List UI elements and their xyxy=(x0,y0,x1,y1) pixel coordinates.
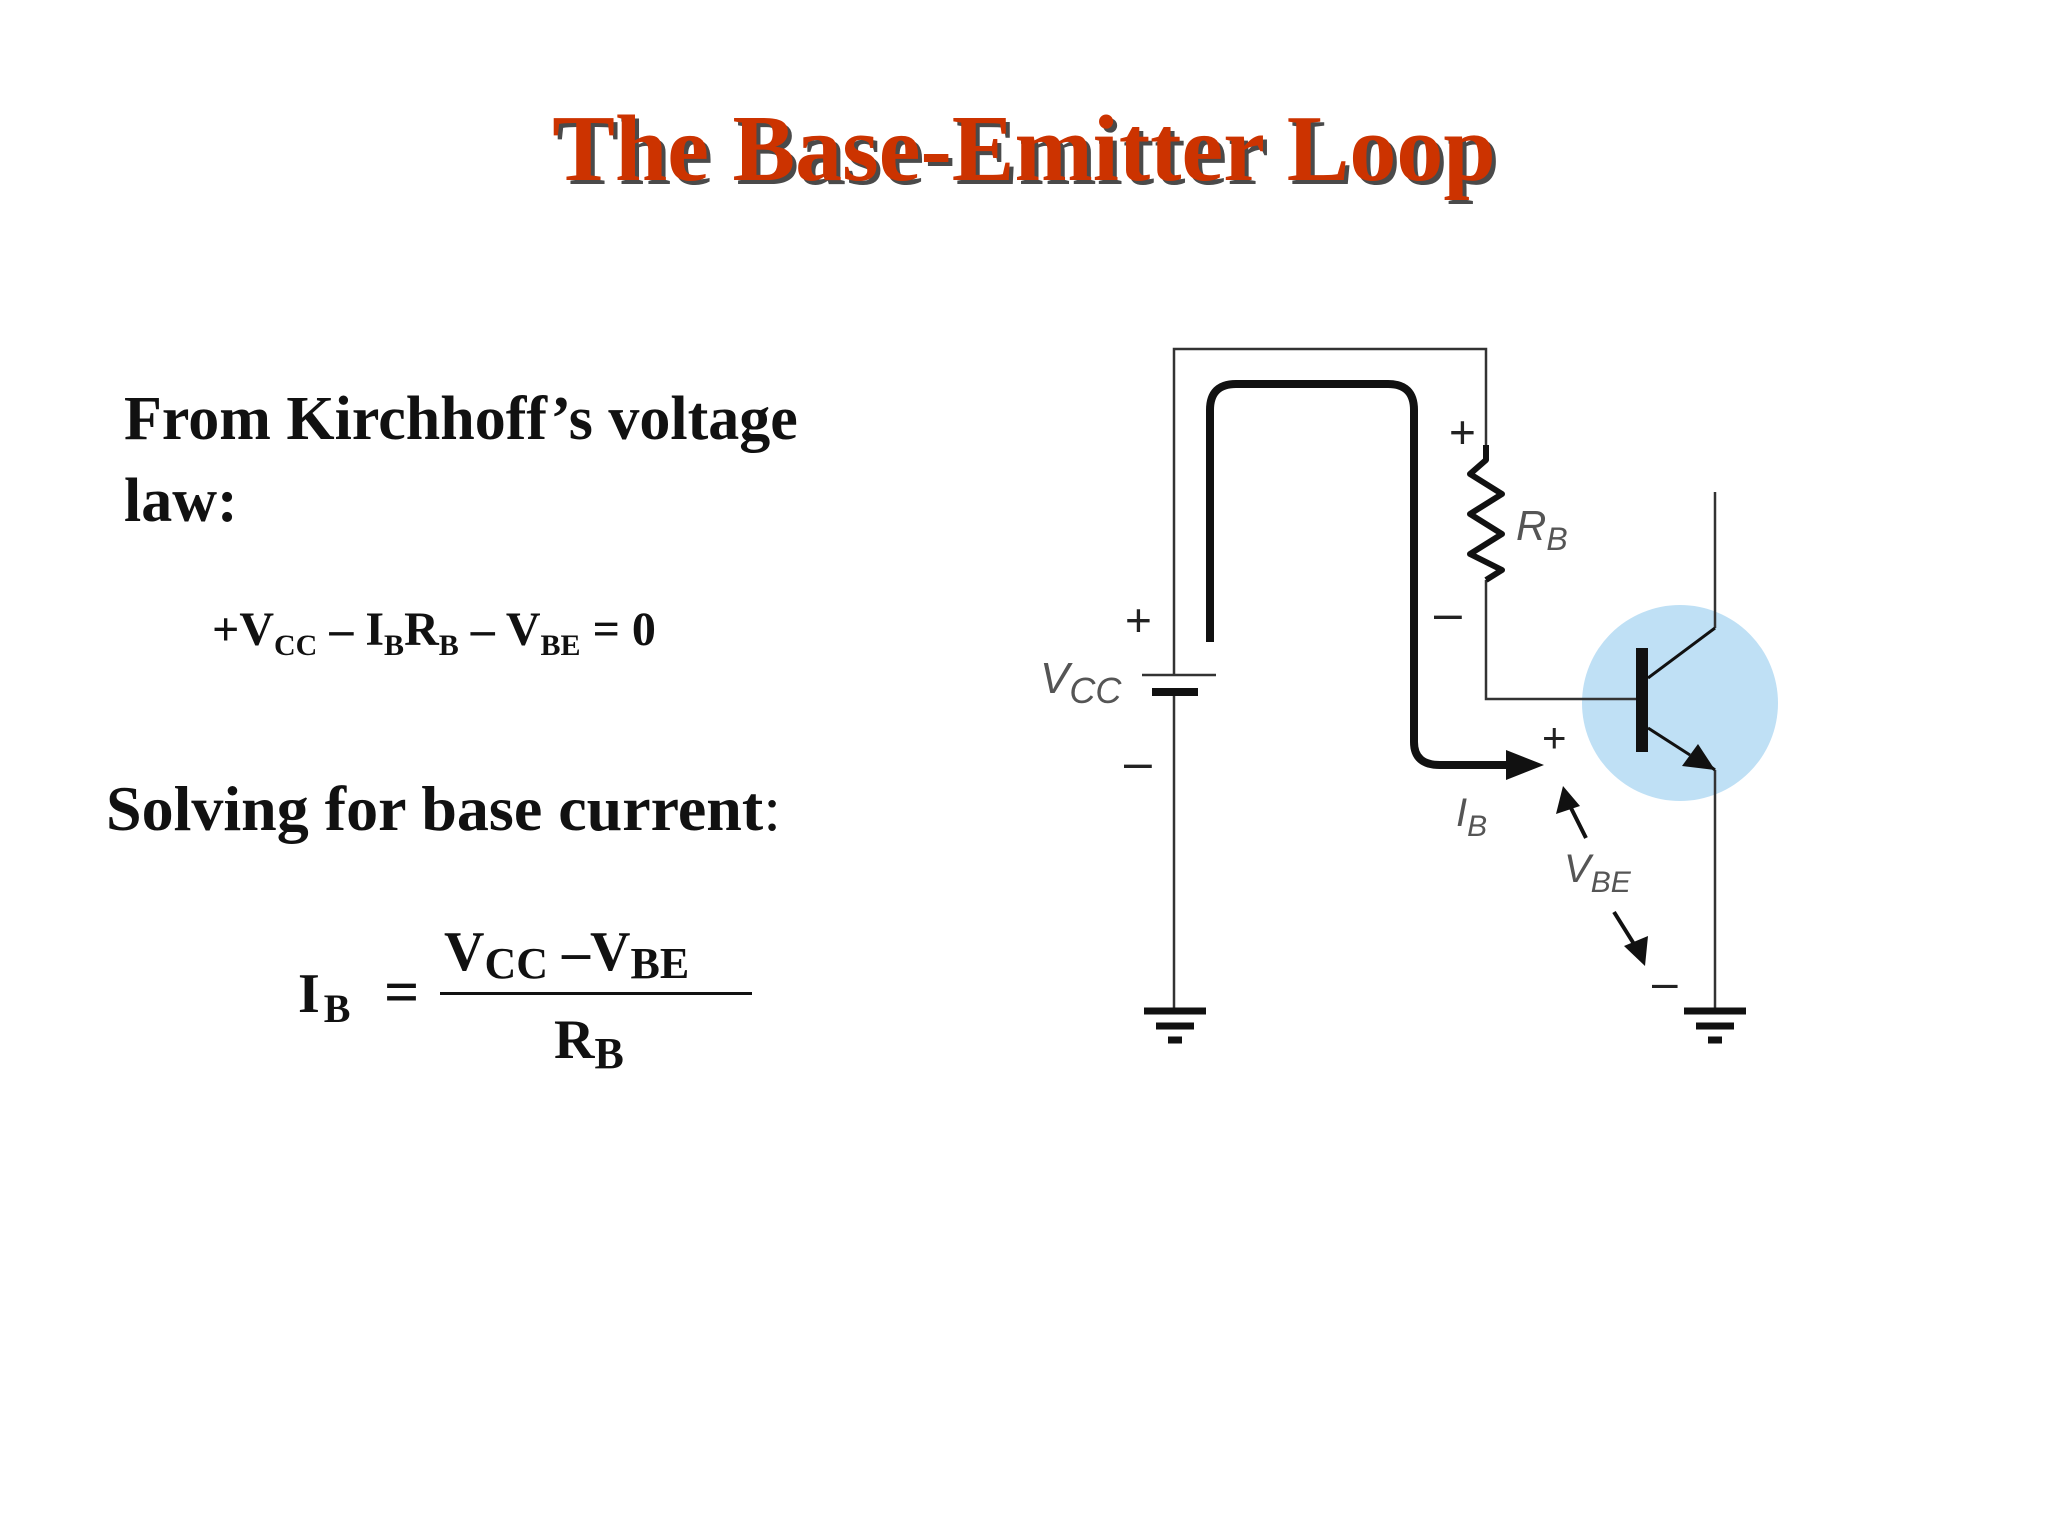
ib-label-sub: B xyxy=(1467,810,1487,843)
formula-num-minus: –V xyxy=(548,921,631,983)
vbe-arrow-up-icon xyxy=(1556,786,1580,814)
slide-title: The Base-Emitter Loop xyxy=(552,97,1496,201)
kvl-vbe-sub: BE xyxy=(540,629,581,662)
rb-plus-sign: + xyxy=(1449,406,1476,458)
formula-lhs-i: I xyxy=(298,963,320,1025)
vbe-arrow-up-shaft xyxy=(1568,805,1588,839)
transistor-highlight xyxy=(1582,605,1778,801)
formula-num-v2-sub: BE xyxy=(630,939,690,988)
rb-minus-sign: – xyxy=(1434,585,1462,641)
rb-label-sub: B xyxy=(1546,521,1567,557)
vbe-minus-sign: – xyxy=(1652,956,1678,1008)
formula-den-sub: B xyxy=(594,1029,624,1078)
kvl-equation: +VCC – IBRB – VBE = 0 xyxy=(212,602,656,663)
transistor-emitter-tail xyxy=(1697,755,1716,772)
kvl-ib-sub: B xyxy=(384,629,405,662)
transistor-collector-lead xyxy=(1647,626,1716,680)
vcc-label-main: V xyxy=(1040,654,1073,703)
kvl-minus-v: – V xyxy=(458,603,541,656)
formula-num-v1-sub: CC xyxy=(484,939,549,988)
ib-label: IB xyxy=(1456,791,1487,843)
vbe-label-main: V xyxy=(1564,847,1594,891)
kvl-rb-sub: B xyxy=(438,629,459,662)
rb-label-main: R xyxy=(1516,502,1546,549)
vbe-label-sub: BE xyxy=(1591,866,1632,899)
vcc-label: VCC xyxy=(1040,654,1122,711)
formula-denominator: RB xyxy=(554,1008,624,1079)
ground-right-icon xyxy=(1684,1007,1746,1044)
kvl-vcc-sub: CC xyxy=(274,629,318,662)
rb-label: RB xyxy=(1516,502,1568,557)
formula-num-v1: V xyxy=(444,921,485,983)
vbe-arrow-down-icon xyxy=(1624,936,1648,966)
kvl-minus-i: – I xyxy=(317,603,385,656)
solving-heading: Solving for base current: xyxy=(106,772,781,846)
vcc-plus-sign: + xyxy=(1125,594,1152,646)
kvl-intro-text: From Kirchhoff’s voltage law: xyxy=(124,385,798,535)
formula-lhs-sub: B xyxy=(323,986,351,1031)
current-path-loop xyxy=(1206,380,1518,769)
circuit-wires xyxy=(1172,347,1717,1008)
kvl-plus-v: +V xyxy=(212,603,275,656)
wire-rb-to-base xyxy=(1484,580,1640,701)
vcc-minus-sign: – xyxy=(1124,734,1152,790)
vbe-plus-sign: + xyxy=(1542,714,1567,761)
formula-equals: = xyxy=(384,959,420,1027)
wire-top-loop xyxy=(1172,347,1488,675)
solving-colon: : xyxy=(763,773,781,844)
solving-text: Solving for base current xyxy=(106,773,764,844)
current-arrow-icon xyxy=(1506,750,1544,780)
kvl-r: R xyxy=(404,603,439,656)
formula-numerator: VCC –VBE xyxy=(444,920,689,989)
vbe-arrow-down-shaft xyxy=(1612,910,1636,946)
fraction-bar xyxy=(440,992,752,995)
transistor-emitter-lead xyxy=(1647,726,1691,757)
kvl-equals-zero: = 0 xyxy=(580,603,656,656)
resistor-rb-symbol xyxy=(1467,445,1505,583)
vbe-label: VBE xyxy=(1564,847,1632,899)
transistor-symbol xyxy=(1636,626,1716,772)
vcc-label-sub: CC xyxy=(1069,670,1122,711)
ib-label-main: I xyxy=(1456,791,1467,835)
ground-left-icon xyxy=(1144,1007,1206,1044)
formula-den-r: R xyxy=(554,1009,595,1071)
